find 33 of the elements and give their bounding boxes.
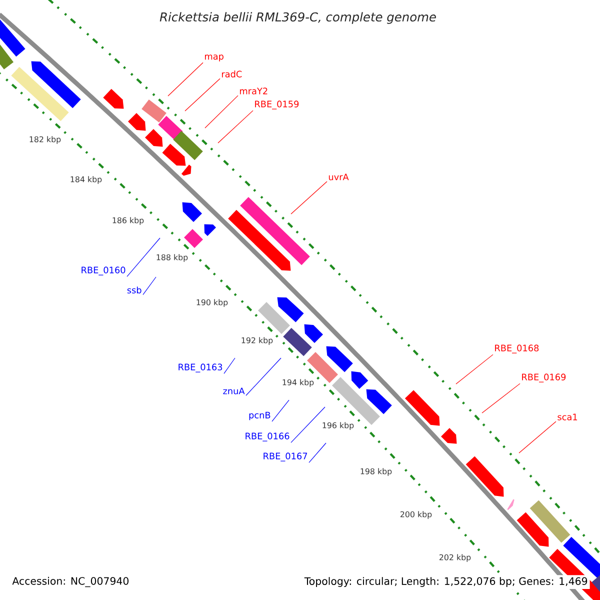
- leader-line: [142, 276, 156, 295]
- leader-line: [272, 400, 290, 422]
- leader-line: [290, 406, 326, 443]
- footer-text: Accession: NC_007940: [10, 574, 132, 590]
- gene-label: RBE_0169: [522, 374, 566, 382]
- gene-label: ssb: [127, 286, 142, 294]
- gene-label: sca1: [558, 414, 578, 420]
- leader-line: [184, 78, 220, 112]
- gene-label: pcnB: [249, 412, 270, 420]
- gene-label: radC: [222, 70, 242, 78]
- gene-label: uvrA: [328, 174, 349, 180]
- leader-line: [168, 62, 204, 96]
- gene-label: RBE_0159: [255, 100, 299, 110]
- leader-line: [218, 110, 254, 144]
- leader-line: [126, 238, 160, 277]
- leader-line: [518, 421, 556, 454]
- gene-label: map: [205, 54, 224, 62]
- gene-label: znuA: [223, 388, 245, 394]
- leader-line: [224, 358, 236, 374]
- gene-label: RBE_0163: [178, 364, 222, 372]
- leader-line: [290, 181, 328, 214]
- gene-label: RBE_0168: [495, 344, 539, 354]
- leader-line: [482, 383, 520, 414]
- gene-label: RBE_0167: [264, 452, 308, 462]
- gene-label: mraY2: [240, 88, 268, 94]
- gene-label: RBE_0166: [246, 432, 290, 442]
- footer-text: Topology: circular; Length: 1,522,076 bp; Genes: 1,469: [302, 575, 590, 589]
- title: Rickettsia bellii RML369-C, complete genome: [160, 12, 436, 24]
- leader-line: [204, 95, 238, 128]
- leader-line: [308, 442, 326, 463]
- leader-line: [246, 358, 282, 396]
- gene-label: RBE_0160: [82, 266, 126, 276]
- leader-line: [456, 354, 494, 384]
